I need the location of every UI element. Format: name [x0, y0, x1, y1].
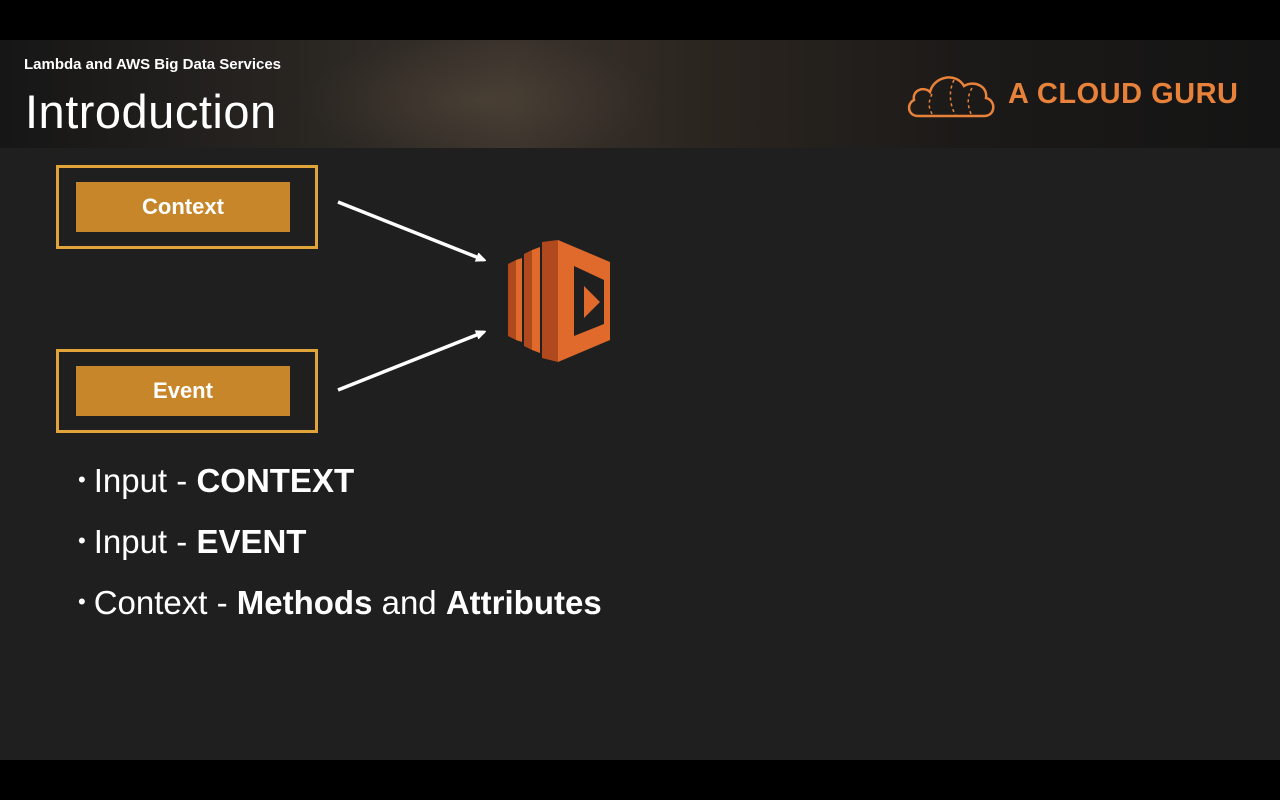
course-title: Lambda and AWS Big Data Services [24, 56, 282, 73]
context-arrow [337, 200, 484, 262]
bullet-text: and [372, 584, 446, 621]
bullet-list: • Input - CONTEXT • Input - EVENT • Context… [78, 458, 602, 641]
event-label: Event [76, 366, 290, 416]
bullet-text: Context - [93, 584, 237, 621]
context-box: Context [56, 165, 318, 249]
page-title: Introduction [25, 85, 277, 138]
slide: Lambda and AWS Big Data Services Introdu… [0, 40, 1280, 760]
bullet-emphasis: Methods [236, 584, 373, 621]
context-label: Context [76, 182, 290, 232]
cloud-icon [907, 76, 995, 118]
bullet-emphasis: EVENT [196, 523, 307, 560]
event-box: Event [56, 349, 318, 433]
brand-logo: A CLOUD GURU [904, 66, 1244, 122]
bullet-dot: • [78, 589, 86, 614]
bullet-text: Input - [93, 523, 197, 560]
slide-header: Lambda and AWS Big Data Services Introdu… [0, 40, 1280, 148]
bullet-item: • Context - Methods and Attributes [78, 580, 602, 641]
event-arrow [337, 332, 484, 392]
bullet-emphasis: CONTEXT [196, 462, 355, 499]
bullet-item: • Input - CONTEXT [78, 458, 602, 519]
bullet-item: • Input - EVENT [78, 519, 602, 580]
bullet-dot: • [78, 467, 86, 492]
bullet-text: Input - [93, 462, 197, 499]
bullet-dot: • [78, 528, 86, 553]
brand-name: A CLOUD GURU [1008, 78, 1239, 110]
bullet-emphasis: Attributes [445, 584, 602, 621]
diagram-arrows [337, 200, 610, 392]
lambda-icon [508, 240, 610, 362]
